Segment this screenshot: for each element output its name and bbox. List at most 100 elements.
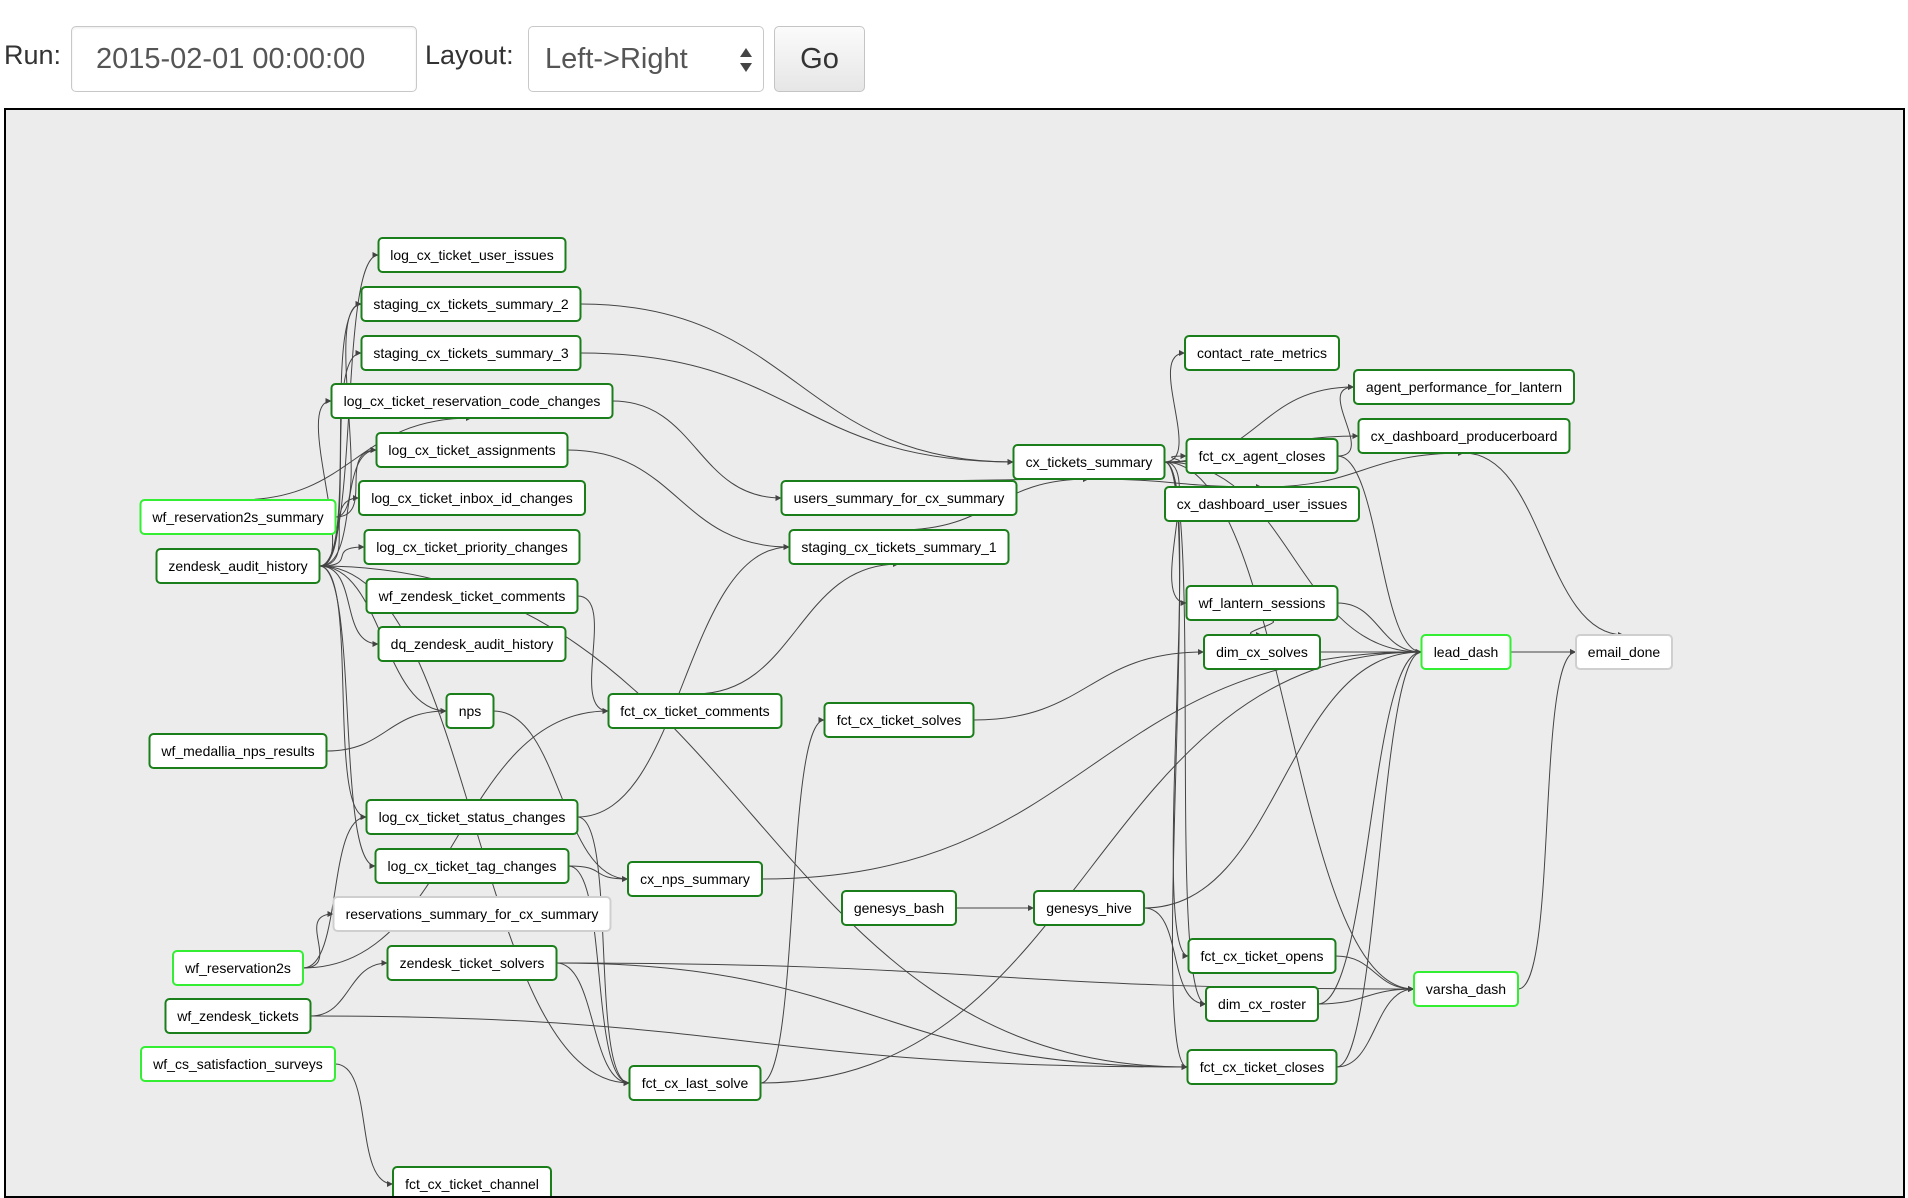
dag-node-staging-cx-tickets-summary-2[interactable]: staging_cx_tickets_summary_2: [360, 286, 582, 322]
node-box: [365, 799, 579, 835]
dag-node-log-cx-ticket-priority-changes[interactable]: log_cx_ticket_priority_changes: [363, 529, 581, 565]
node-label: log_cx_ticket_status_changes: [379, 809, 566, 825]
dag-node-fct-cx-ticket-comments[interactable]: fct_cx_ticket_comments: [607, 693, 783, 729]
node-box: [332, 896, 612, 932]
dag-node-fct-cx-agent-closes[interactable]: fct_cx_agent_closes: [1185, 438, 1339, 474]
dag-edge-wf-reservation2s-summary-to-log-cx-ticket-assignments: [335, 447, 377, 518]
dag-node-cx-dashboard-user-issues[interactable]: cx_dashboard_user_issues: [1164, 486, 1360, 522]
dag-node-log-cx-ticket-assignments[interactable]: log_cx_ticket_assignments: [375, 432, 569, 468]
dag-node-agent-performance-for-lantern[interactable]: agent_performance_for_lantern: [1353, 369, 1575, 405]
node-box: [1185, 438, 1339, 474]
dag-node-cx-tickets-summary[interactable]: cx_tickets_summary: [1012, 444, 1166, 480]
node-box: [386, 945, 558, 981]
dag-node-genesys-bash[interactable]: genesys_bash: [841, 890, 957, 926]
node-label: log_cx_ticket_inbox_id_changes: [371, 490, 573, 506]
dag-node-log-cx-ticket-status-changes[interactable]: log_cx_ticket_status_changes: [365, 799, 579, 835]
dag-node-fct-cx-ticket-channel[interactable]: fct_cx_ticket_channel: [392, 1166, 552, 1198]
dag-edge-cx-tickets-summary-to-wf-lantern-sessions: [1164, 461, 1187, 606]
dag-edge-cx-tickets-summary-to-fct-cx-ticket-closes: [1164, 461, 1188, 1070]
dag-node-dim-cx-solves[interactable]: dim_cx_solves: [1203, 634, 1321, 670]
dag-node-dim-cx-roster[interactable]: dim_cx_roster: [1205, 986, 1319, 1022]
node-label: cx_dashboard_producerboard: [1371, 428, 1558, 444]
dag-node-dq-zendesk-audit-history[interactable]: dq_zendesk_audit_history: [377, 626, 567, 662]
node-label: wf_lantern_sessions: [1198, 595, 1326, 611]
node-box: [628, 1065, 762, 1101]
go-button[interactable]: Go: [774, 26, 865, 92]
node-box: [365, 578, 579, 614]
node-box: [841, 890, 957, 926]
node-box: [1357, 418, 1571, 454]
node-label: fct_cx_ticket_channel: [405, 1176, 539, 1192]
node-box: [1185, 585, 1339, 621]
node-box: [164, 998, 312, 1034]
node-box: [780, 480, 1018, 516]
layout-label: Layout:: [425, 40, 514, 70]
dag-edge-cx-dashboard-producerboard-to-email-done: [1463, 452, 1625, 638]
dag-node-staging-cx-tickets-summary-3[interactable]: staging_cx_tickets_summary_3: [360, 335, 582, 371]
dag-node-nps[interactable]: nps: [445, 693, 495, 729]
dag-node-zendesk-ticket-solvers[interactable]: zendesk_ticket_solvers: [386, 945, 558, 981]
dag-node-wf-cs-satisfaction-surveys[interactable]: wf_cs_satisfaction_surveys: [140, 1046, 336, 1082]
node-box: [139, 499, 337, 535]
dag-edge-fct-cx-ticket-comments-to-staging-cx-tickets-summary-1: [694, 561, 900, 695]
dag-node-reservations-summary-for-cx-summary[interactable]: reservations_summary_for_cx_summary: [332, 896, 612, 932]
node-label: contact_rate_metrics: [1197, 345, 1327, 361]
dag-node-wf-zendesk-ticket-comments[interactable]: wf_zendesk_ticket_comments: [365, 578, 579, 614]
node-label: wf_reservation2s: [184, 960, 291, 976]
node-label: genesys_hive: [1046, 900, 1132, 916]
dag-node-cx-nps-summary[interactable]: cx_nps_summary: [627, 861, 763, 897]
dag-node-log-cx-ticket-user-issues[interactable]: log_cx_ticket_user_issues: [377, 237, 567, 273]
dag-node-cx-dashboard-producerboard[interactable]: cx_dashboard_producerboard: [1357, 418, 1571, 454]
node-box: [377, 237, 567, 273]
dag-edge-staging-cx-tickets-summary-2-to-cx-tickets-summary: [580, 303, 1014, 465]
dag-edge-wf-cs-satisfaction-surveys-to-fct-cx-ticket-channel: [334, 1063, 394, 1187]
node-label: email_done: [1588, 644, 1661, 660]
node-box: [627, 861, 763, 897]
node-label: fct_cx_ticket_closes: [1200, 1059, 1325, 1075]
dag-edge-fct-cx-agent-closes-to-lead-dash: [1337, 455, 1422, 655]
dag-node-wf-reservation2s[interactable]: wf_reservation2s: [172, 950, 304, 986]
dag-node-wf-zendesk-tickets[interactable]: wf_zendesk_tickets: [164, 998, 312, 1034]
node-box: [1012, 444, 1166, 480]
dag-node-wf-lantern-sessions[interactable]: wf_lantern_sessions: [1185, 585, 1339, 621]
dag-node-staging-cx-tickets-summary-1[interactable]: staging_cx_tickets_summary_1: [788, 529, 1010, 565]
dag-edge-wf-reservation2s-to-fct-cx-ticket-comments: [302, 708, 609, 969]
dag-node-users-summary-for-cx-summary[interactable]: users_summary_for_cx_summary: [780, 480, 1018, 516]
node-label: fct_cx_last_solve: [642, 1075, 749, 1091]
node-box: [374, 848, 570, 884]
dag-edge-wf-medallia-nps-results-to-nps: [326, 708, 447, 752]
node-label: lead_dash: [1434, 644, 1499, 660]
node-label: wf_zendesk_ticket_comments: [378, 588, 566, 604]
layout-select[interactable]: Left->Right: [528, 26, 764, 92]
dag-edge-zendesk-ticket-solvers-to-fct-cx-ticket-closes: [556, 962, 1188, 1070]
node-box: [148, 733, 328, 769]
node-label: log_cx_ticket_assignments: [388, 442, 555, 458]
run-label: Run:: [4, 40, 62, 70]
dag-node-log-cx-ticket-reservation-code-changes[interactable]: log_cx_ticket_reservation_code_changes: [330, 383, 614, 419]
node-box: [1164, 486, 1360, 522]
dag-node-fct-cx-ticket-closes[interactable]: fct_cx_ticket_closes: [1186, 1049, 1338, 1085]
node-label: varsha_dash: [1426, 981, 1506, 997]
dag-node-fct-cx-last-solve[interactable]: fct_cx_last_solve: [628, 1065, 762, 1101]
dag-node-log-cx-ticket-tag-changes[interactable]: log_cx_ticket_tag_changes: [374, 848, 570, 884]
dag-node-wf-reservation2s-summary[interactable]: wf_reservation2s_summary: [139, 499, 337, 535]
dag-node-fct-cx-ticket-opens[interactable]: fct_cx_ticket_opens: [1187, 938, 1337, 974]
run-date-input[interactable]: [71, 26, 417, 92]
dag-edge-wf-reservation2s-to-reservations-summary-for-cx-summary: [302, 911, 334, 969]
dag-graph-canvas[interactable]: log_cx_ticket_user_issues staging_cx_tick…: [4, 108, 1905, 1198]
dag-node-genesys-hive[interactable]: genesys_hive: [1033, 890, 1145, 926]
dag-node-lead-dash[interactable]: lead_dash: [1420, 634, 1512, 670]
dag-node-fct-cx-ticket-solves[interactable]: fct_cx_ticket_solves: [823, 702, 975, 738]
node-label: users_summary_for_cx_summary: [794, 490, 1005, 506]
dag-edge-zendesk-audit-history-to-log-cx-ticket-status-changes: [319, 565, 367, 820]
node-box: [377, 626, 567, 662]
dag-node-wf-medallia-nps-results[interactable]: wf_medallia_nps_results: [148, 733, 328, 769]
dag-node-varsha-dash[interactable]: varsha_dash: [1413, 971, 1519, 1007]
dag-node-zendesk-audit-history[interactable]: zendesk_audit_history: [155, 548, 321, 584]
node-box: [1413, 971, 1519, 1007]
node-box: [172, 950, 304, 986]
dag-node-log-cx-ticket-inbox-id-changes[interactable]: log_cx_ticket_inbox_id_changes: [358, 480, 586, 516]
node-label: agent_performance_for_lantern: [1366, 379, 1562, 395]
dag-node-email-done[interactable]: email_done: [1575, 634, 1673, 670]
dag-node-contact-rate-metrics[interactable]: contact_rate_metrics: [1184, 335, 1340, 371]
